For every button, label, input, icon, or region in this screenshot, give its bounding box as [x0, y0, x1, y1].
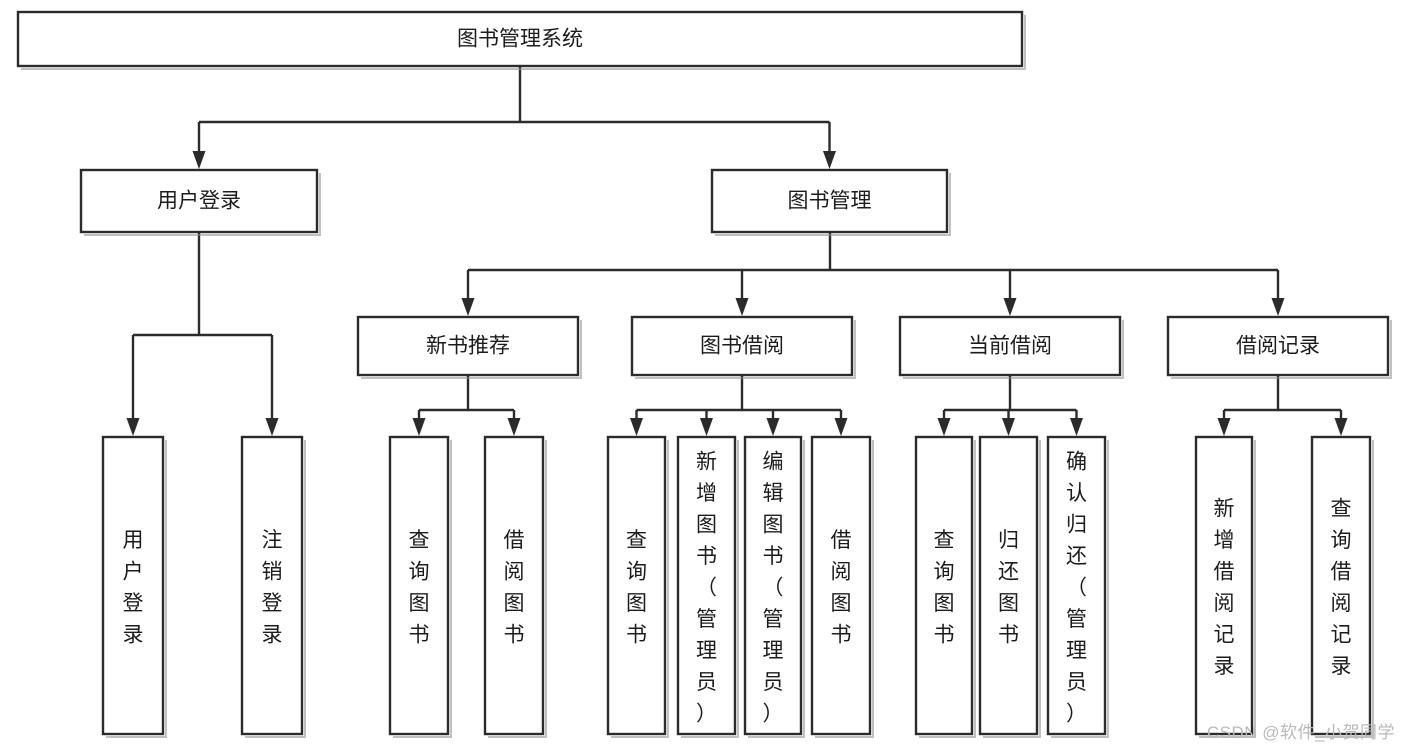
node-leaf-add-record[interactable]: 新增借阅记录	[1194, 435, 1256, 738]
node-label: 图书借阅	[700, 335, 784, 358]
connector-group-newbook	[412, 375, 521, 436]
node-box[interactable]	[1046, 435, 1107, 736]
node-login[interactable]: 用户登录	[79, 168, 321, 236]
arrowhead-icon	[1271, 298, 1285, 316]
node-leaf-add-book[interactable]: 新增图书（管理员）	[676, 435, 739, 738]
connector-group-borrow	[630, 375, 848, 436]
arrowhead-icon	[1334, 418, 1348, 436]
node-label: 编辑图书（管理员）	[763, 450, 784, 725]
connector-group-current	[937, 375, 1083, 436]
node-label: 借阅记录	[1236, 335, 1320, 358]
node-leaf-query-book-3[interactable]: 查询图书	[914, 435, 976, 738]
arrowhead-icon	[823, 151, 836, 169]
node-leaf-query-record[interactable]: 查询借阅记录	[1310, 435, 1374, 738]
connector-group-root	[192, 66, 836, 169]
node-leaf-borrow-book-2[interactable]: 借阅图书	[810, 435, 874, 738]
arrowhead-icon	[766, 418, 780, 436]
node-leaf-query-book-2[interactable]: 查询图书	[606, 435, 669, 738]
arrowhead-icon	[412, 418, 426, 436]
arrowhead-icon	[630, 418, 643, 436]
node-label: 用户登录	[123, 529, 144, 647]
node-label: 确认归还（管理员）	[1066, 450, 1087, 725]
node-leaf-confirm-return[interactable]: 确认归还（管理员）	[1046, 435, 1109, 738]
arrowhead-icon	[265, 418, 279, 436]
arrowhead-icon	[700, 418, 713, 436]
node-box[interactable]	[914, 435, 974, 736]
node-box[interactable]	[101, 435, 165, 736]
node-bookmgmt[interactable]: 图书管理	[710, 168, 951, 236]
node-label: 用户登录	[157, 190, 241, 213]
node-box[interactable]	[356, 315, 580, 377]
connector-group-records	[1217, 375, 1348, 436]
node-box[interactable]	[79, 168, 319, 234]
node-box[interactable]	[606, 435, 667, 736]
node-box[interactable]	[388, 435, 450, 736]
node-label: 借阅图书	[831, 529, 852, 647]
node-label: 图书管理	[788, 190, 872, 213]
node-box[interactable]	[1310, 435, 1372, 736]
node-label: 借阅图书	[504, 529, 525, 647]
arrowhead-icon	[1070, 418, 1083, 436]
node-label: 查询图书	[934, 529, 955, 647]
node-leaf-logout[interactable]: 注销登录	[240, 435, 306, 738]
arrowhead-icon	[1003, 298, 1017, 316]
node-leaf-return-book[interactable]: 归还图书	[978, 435, 1041, 738]
node-label: 新书推荐	[426, 335, 510, 358]
node-label: 查询借阅记录	[1331, 498, 1352, 679]
node-box[interactable]	[676, 435, 737, 736]
nodes-layer: 图书管理系统用户登录图书管理新书推荐图书借阅当前借阅借阅记录用户登录注销登录查询…	[16, 10, 1392, 738]
node-box[interactable]	[898, 315, 1122, 377]
node-box[interactable]	[743, 435, 803, 736]
node-label: 图书管理系统	[457, 28, 583, 51]
node-label: 新增借阅记录	[1214, 498, 1235, 679]
connector-group-login	[126, 232, 279, 436]
arrowhead-icon	[735, 298, 749, 316]
node-box[interactable]	[710, 168, 949, 234]
node-leaf-query-book-1[interactable]: 查询图书	[388, 435, 452, 738]
arrowhead-icon	[507, 418, 521, 436]
node-records[interactable]: 借阅记录	[1166, 315, 1392, 379]
arrowhead-icon	[1217, 418, 1231, 436]
node-box[interactable]	[16, 10, 1024, 68]
node-current[interactable]: 当前借阅	[898, 315, 1124, 379]
node-label: 归还图书	[998, 529, 1019, 647]
arrowhead-icon	[461, 298, 475, 316]
connector-group-bookmgmt	[461, 232, 1285, 316]
node-label: 新增图书（管理员）	[696, 450, 717, 725]
node-leaf-borrow-book-1[interactable]: 借阅图书	[483, 435, 547, 738]
node-root[interactable]: 图书管理系统	[16, 10, 1026, 70]
arrowhead-icon	[1002, 418, 1015, 436]
arrowhead-icon	[834, 418, 848, 436]
node-borrow[interactable]: 图书借阅	[630, 315, 856, 379]
watermark-label: CSDN @软件_小贺同学	[1206, 723, 1395, 742]
node-label: 查询图书	[409, 529, 430, 647]
node-box[interactable]	[240, 435, 304, 736]
arrowhead-icon	[937, 418, 951, 436]
node-box[interactable]	[483, 435, 545, 736]
node-leaf-user-login[interactable]: 用户登录	[101, 435, 167, 738]
node-box[interactable]	[1166, 315, 1390, 377]
node-box[interactable]	[630, 315, 854, 377]
node-label: 当前借阅	[968, 335, 1052, 358]
node-box[interactable]	[1194, 435, 1254, 736]
node-box[interactable]	[810, 435, 872, 736]
node-newbook[interactable]: 新书推荐	[356, 315, 582, 379]
node-label: 注销登录	[262, 529, 283, 647]
connectors-layer	[126, 66, 1348, 436]
arrowhead-icon	[126, 418, 140, 436]
node-box[interactable]	[978, 435, 1039, 736]
node-leaf-edit-book[interactable]: 编辑图书（管理员）	[743, 435, 805, 738]
node-label: 查询图书	[626, 529, 647, 647]
arrowhead-icon	[192, 151, 206, 169]
